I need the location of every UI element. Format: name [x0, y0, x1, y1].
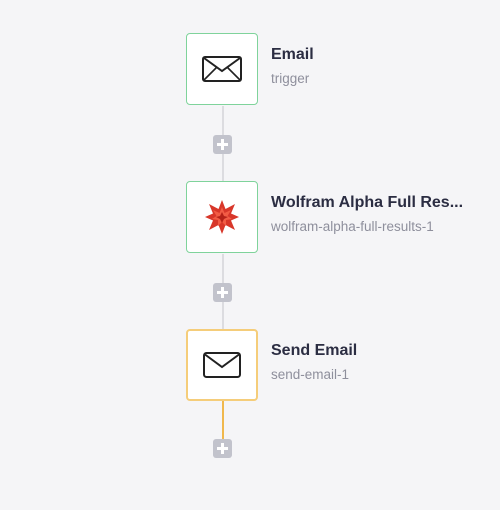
envelope-icon	[203, 352, 241, 378]
add-step-button-3[interactable]	[213, 439, 232, 458]
step-subtitle: trigger	[271, 71, 310, 86]
step-node-email-trigger[interactable]	[186, 33, 258, 105]
envelope-open-icon	[202, 56, 242, 82]
step-subtitle: wolfram-alpha-full-results-1	[271, 219, 434, 234]
step-subtitle: send-email-1	[271, 367, 350, 382]
step-title[interactable]: Wolfram Alpha Full Res...	[271, 194, 464, 211]
step-text-send-email: Send Email send-email-1	[271, 341, 496, 384]
add-step-button-1[interactable]	[213, 135, 232, 154]
step-text-wolfram-alpha: Wolfram Alpha Full Res... wolfram-alpha-…	[271, 193, 496, 236]
step-node-wolfram-alpha[interactable]	[186, 181, 258, 253]
step-node-send-email[interactable]	[186, 329, 258, 401]
add-step-button-2[interactable]	[213, 283, 232, 302]
step-title[interactable]: Email	[271, 46, 314, 63]
step-text-email-trigger: Email trigger	[271, 45, 496, 88]
connector-line-active	[222, 401, 224, 441]
step-title[interactable]: Send Email	[271, 342, 358, 359]
wolfram-alpha-icon	[204, 199, 240, 235]
